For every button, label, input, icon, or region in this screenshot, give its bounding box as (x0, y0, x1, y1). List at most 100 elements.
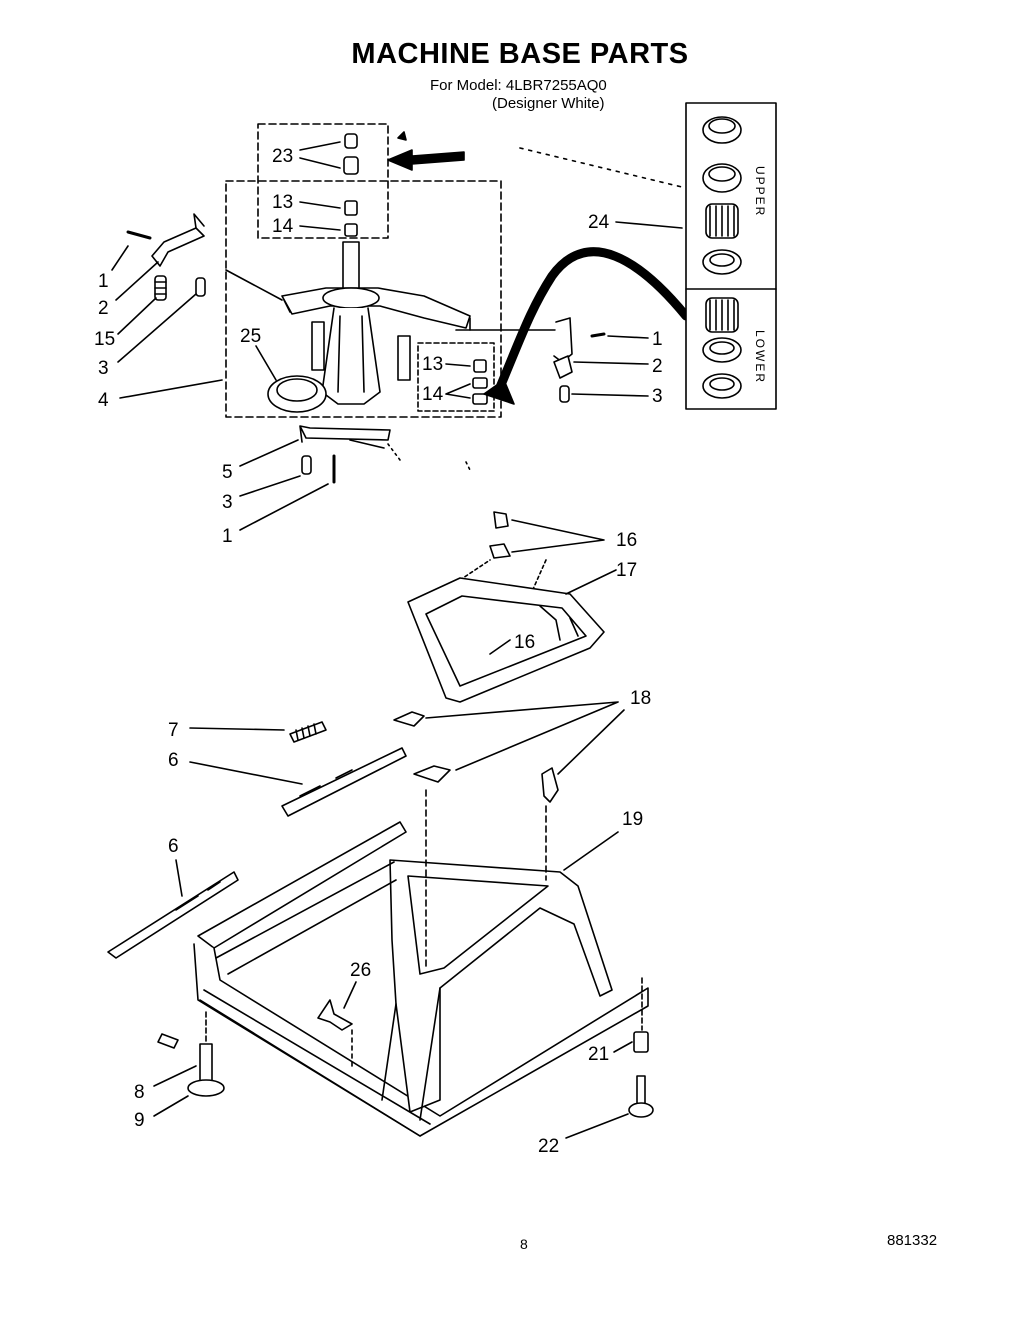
curved-pointer-arrow (493, 247, 691, 397)
callout-23: 23 (272, 146, 293, 167)
screw-1-left (126, 230, 152, 240)
bracket-2-left (151, 227, 205, 267)
callout-8: 8 (134, 1082, 145, 1103)
sleeve-21 (633, 1031, 649, 1053)
bearing-kit-panel: UPPER LOWER (685, 102, 777, 410)
callout-16b: 16 (514, 632, 535, 653)
base-edge-lines (199, 989, 431, 1137)
leader-1b (607, 335, 649, 339)
kit-leader-dashed (519, 147, 687, 189)
model-color: (Designer White) (492, 95, 605, 112)
rail-6-bottom (107, 871, 239, 959)
kit-upper-label: UPPER (753, 166, 767, 217)
callout-4: 4 (98, 390, 109, 411)
callout-25: 25 (240, 326, 261, 347)
kit-race-lower-2-inner (709, 377, 735, 391)
bushing-13 (344, 200, 358, 216)
leader-23 (299, 141, 341, 169)
leader-3b (571, 393, 649, 397)
leader-21 (613, 1041, 633, 1053)
callout-3a: 3 (98, 358, 109, 379)
leg-left (311, 321, 325, 371)
callout-19: 19 (622, 809, 643, 830)
kit-seal-1 (702, 116, 742, 144)
callout-17: 17 (616, 560, 637, 581)
leader-13b-14b (445, 363, 471, 399)
leader-19 (563, 831, 619, 871)
upper-assembly (126, 123, 691, 484)
kit-seal-2 (702, 163, 742, 193)
clip-16-a (493, 511, 509, 529)
spring-7-coils (295, 723, 317, 741)
leader-2a (115, 261, 159, 301)
leader-13a (299, 201, 341, 209)
leader-5 (239, 439, 299, 467)
callout-5: 5 (222, 462, 233, 483)
foot-9-stem (199, 1043, 213, 1085)
kit-lower-label: LOWER (753, 330, 767, 384)
callout-15: 15 (94, 329, 115, 350)
callout-2a: 2 (98, 298, 109, 319)
callout-16a: 16 (616, 530, 637, 551)
base-leg-front (381, 987, 441, 1121)
leader-6b (175, 859, 183, 897)
machine-base-frame (157, 789, 654, 1137)
bracket-5 (299, 425, 391, 443)
base-lower-frame (193, 943, 649, 1137)
clip-18-c (541, 767, 559, 803)
leader-16b (489, 639, 511, 655)
gearcase-ribs (337, 315, 365, 393)
leader-1c (239, 483, 329, 531)
kit-seal-1-inner (708, 118, 736, 134)
tub-support-17 (407, 577, 605, 703)
spring-7 (289, 721, 327, 743)
kit-race-upper-inner (709, 253, 735, 267)
callout-3b: 3 (652, 386, 663, 407)
callout-24: 24 (588, 212, 610, 233)
pad-3-left (195, 277, 206, 297)
clip-16-b (489, 543, 511, 559)
leader-4 (119, 379, 223, 399)
base-front-rail (197, 821, 407, 949)
callout-2b: 2 (652, 356, 663, 377)
leg-right (397, 335, 411, 381)
model-number: For Model: 4LBR7255AQ0 (430, 77, 607, 94)
leader-25 (255, 345, 277, 381)
rail-6-top (281, 747, 407, 817)
spring-15-coils (154, 281, 167, 295)
callout-1a: 1 (98, 271, 109, 292)
leader-16a (511, 519, 605, 553)
pin-8 (157, 1033, 179, 1049)
bracket-right (553, 317, 573, 363)
leader-3c (239, 475, 301, 497)
screw-1-right (590, 332, 606, 338)
basket-drive-box-dashed (225, 180, 502, 418)
page-title: MACHINE BASE PARTS (351, 38, 689, 70)
misc-dashed (387, 443, 471, 471)
bushing-13-lower (473, 359, 487, 373)
page-number: 8 (520, 1236, 528, 1252)
base-side-panel (215, 861, 397, 975)
bushing-23-top (344, 133, 358, 149)
leader-26 (343, 981, 357, 1009)
callout-numbers: 1 2 15 3 4 23 13 14 24 25 1 2 3 13 14 5 … (94, 146, 663, 1157)
bushing-14a-lower (472, 377, 488, 389)
callout-1b: 1 (652, 329, 663, 350)
bushing-box-dashed (257, 123, 389, 239)
gearcase-leg (321, 307, 381, 405)
leader-17 (565, 569, 617, 595)
callout-18: 18 (630, 688, 651, 709)
kit-bearing-upper-ribs (709, 205, 735, 237)
small-arrow-mark (397, 131, 407, 141)
kit-bearing-lower-ribs (709, 299, 735, 331)
bushing-23-bottom (343, 156, 359, 175)
bracket-hook (193, 213, 205, 229)
pad-3-bottom (301, 455, 312, 475)
callout-1c: 1 (222, 526, 233, 547)
leader-18 (425, 701, 625, 775)
callout-7: 7 (168, 720, 179, 741)
leader-9 (153, 1095, 189, 1117)
bushing-14b-lower (472, 393, 488, 405)
